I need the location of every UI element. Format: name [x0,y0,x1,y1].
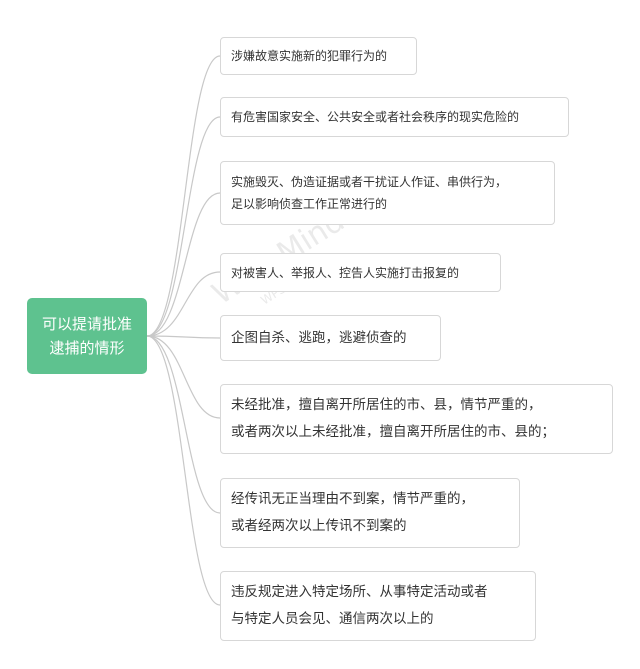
branch-topic-label: 对被害人、举报人、控告人实施打击报复的 [231,265,460,280]
branch-topic-1[interactable]: 涉嫌故意实施新的犯罪行为的 [220,37,417,75]
root-topic[interactable]: 可以提请批准 逮捕的情形 [27,298,147,374]
connector-6 [146,335,221,419]
branch-topic-label: 未经批准，擅自离开所居住的市、县，情节严重的， 或者两次以上未经批准，擅自离开所… [231,397,555,440]
connector-2 [146,116,221,337]
branch-topic-label: 企图自杀、逃跑，逃避侦查的 [231,329,407,346]
branch-topic-label: 经传讯无正当理由不到案，情节严重的， 或者经两次以上传讯不到案的 [231,491,474,534]
branch-topic-label: 实施毁灭、伪造证据或者干扰证人作证、串供行为， 足以影响侦查工作正常进行的 [231,175,508,211]
branch-topic-7[interactable]: 经传讯无正当理由不到案，情节严重的， 或者经两次以上传讯不到案的 [220,478,520,548]
connector-3 [146,192,221,337]
branch-topic-6[interactable]: 未经批准，擅自离开所居住的市、县，情节严重的， 或者两次以上未经批准，擅自离开所… [220,384,613,454]
branch-topic-5[interactable]: 企图自杀、逃跑，逃避侦查的 [220,315,441,361]
branch-topic-4[interactable]: 对被害人、举报人、控告人实施打击报复的 [220,253,501,292]
branch-topic-3[interactable]: 实施毁灭、伪造证据或者干扰证人作证、串供行为， 足以影响侦查工作正常进行的 [220,161,555,225]
branch-topic-8[interactable]: 违反规定进入特定场所、从事特定活动或者 与特定人员会见、通信两次以上的 [220,571,536,641]
connector-7 [146,335,221,514]
connector-1 [146,55,221,337]
branch-topic-label: 涉嫌故意实施新的犯罪行为的 [231,49,388,63]
root-topic-label: 可以提请批准 逮捕的情形 [41,315,132,357]
branch-topic-label: 违反规定进入特定场所、从事特定活动或者 与特定人员会见、通信两次以上的 [231,584,488,627]
connector-5 [146,335,221,339]
branch-topic-2[interactable]: 有危害国家安全、公共安全或者社会秩序的现实危险的 [220,97,569,137]
connector-8 [146,335,221,606]
branch-topic-label: 有危害国家安全、公共安全或者社会秩序的现实危险的 [231,110,520,124]
connector-4 [146,271,221,337]
